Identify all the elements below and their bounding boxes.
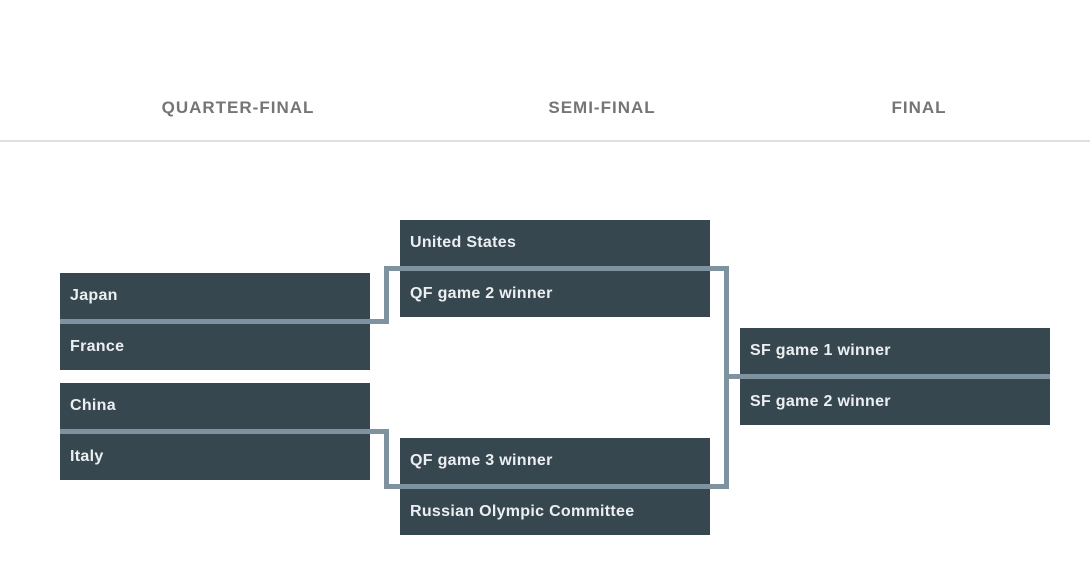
match-qf-game-2: Japan France: [60, 273, 370, 370]
team-slot-qf-game-3-winner: QF game 3 winner: [400, 438, 710, 484]
match-sf-game-2: QF game 3 winner Russian Olympic Committ…: [400, 438, 710, 535]
connector-left-vertical-2: [384, 429, 389, 489]
team-slot-sf-game-2-winner: SF game 2 winner: [740, 379, 1050, 425]
header-divider-line: [0, 140, 1090, 142]
match-qf-game-3: China Italy: [60, 383, 370, 480]
connector-sf-game-1-right-stub: [710, 266, 729, 271]
match-divider: [400, 266, 710, 271]
team-slot-japan: Japan: [60, 273, 370, 319]
connector-left-vertical-1: [384, 266, 389, 324]
team-slot-united-states: United States: [400, 220, 710, 266]
match-divider: [740, 374, 1050, 379]
connector-sf-game-1-left-stub: [384, 266, 400, 271]
team-slot-qf-game-2-winner: QF game 2 winner: [400, 271, 710, 317]
connector-qf-game-2-stub: [370, 319, 389, 324]
match-divider: [60, 429, 370, 434]
team-slot-sf-game-1-winner: SF game 1 winner: [740, 328, 1050, 374]
round-header-final: FINAL: [891, 98, 947, 117]
connector-final-stub: [724, 374, 740, 379]
team-slot-russian-olympic-committee: Russian Olympic Committee: [400, 489, 710, 535]
team-slot-italy: Italy: [60, 434, 370, 480]
round-header-quarter-final: QUARTER-FINAL: [161, 98, 315, 117]
connector-sf-game-2-left-stub: [384, 484, 400, 489]
team-slot-france: France: [60, 324, 370, 370]
round-header-semi-final: SEMI-FINAL: [548, 98, 656, 117]
match-divider: [60, 319, 370, 324]
match-divider: [400, 484, 710, 489]
match-sf-game-1: United States QF game 2 winner: [400, 220, 710, 317]
connector-qf-game-3-stub: [370, 429, 389, 434]
connector-sf-game-2-right-stub: [710, 484, 729, 489]
team-slot-china: China: [60, 383, 370, 429]
match-final: SF game 1 winner SF game 2 winner: [740, 328, 1050, 425]
